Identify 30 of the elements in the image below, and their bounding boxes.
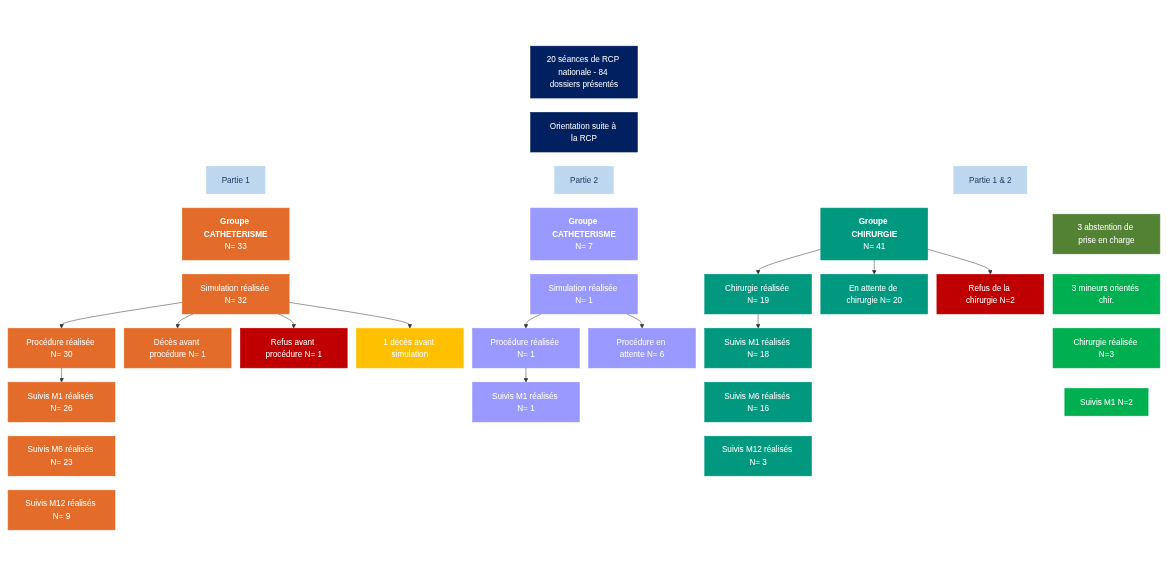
node-box: Orientation suite à la RCP [529, 111, 638, 152]
node-box: Partie 1 & 2 [953, 165, 1027, 194]
node-box: Procédure en attente N= 6 [587, 327, 696, 368]
node-box: Groupe CATHETERISME N= 7 [529, 207, 638, 260]
node-box: 20 séances de RCP nationale - 84 dossiers présentés [529, 45, 638, 98]
node-box: Refus avant procédure N= 1 [239, 327, 347, 368]
node-box: Partie 1 [205, 165, 265, 194]
node-box: Procédure réalisée N= 30 [7, 327, 115, 368]
node-box: Groupe CHIRURGIE N= 41 [820, 207, 928, 260]
node-box: Procédure réalisée N= 1 [471, 327, 580, 368]
node-box: Simulation réalisée N= 1 [529, 273, 638, 314]
node-box: Décès avant procédure N= 1 [123, 327, 231, 368]
node-box: 3 mineurs orientés chir. [1052, 273, 1160, 314]
node-box: Suivis M1 réalisés N= 18 [703, 327, 812, 368]
node-box: Suivis M1 réalisés N= 26 [7, 381, 115, 422]
node-box: Suivis M1 réalisés N= 1 [471, 381, 580, 422]
node-box: Refus de la chirurgie N=2 [936, 273, 1044, 314]
node-box: Chirurgie réalisée N= 19 [703, 273, 812, 314]
node-box: Suivis M12 réalisés N= 9 [7, 489, 115, 530]
node-box: Suivis M6 réalisés N= 23 [7, 435, 115, 476]
node-box: Chirurgie réalisée N=3 [1052, 327, 1160, 368]
node-box: 3 abstention de prise en charge [1052, 213, 1160, 254]
node-box: Suivis M6 réalisés N= 16 [703, 381, 812, 422]
node-box: Partie 2 [553, 165, 614, 194]
node-box: Suivis M1 N=2 [1064, 387, 1148, 416]
node-box: En attente de chirurgie N= 20 [820, 273, 928, 314]
node-box: Suivis M12 réalisés N= 3 [703, 435, 812, 476]
node-box: Simulation réalisée N= 32 [181, 273, 289, 314]
node-box: 1 décès avant simulation [355, 327, 464, 368]
node-box: Groupe CATHETERISME N= 33 [181, 207, 289, 260]
